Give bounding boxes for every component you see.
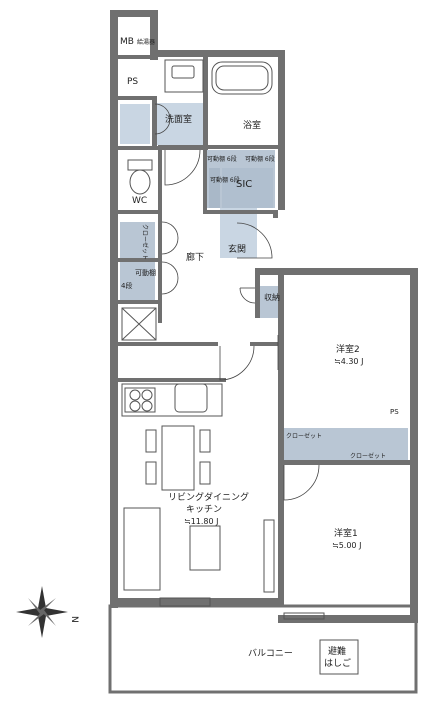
shelf-hall-count-label: 4段	[121, 281, 132, 290]
shelf-a-label: 可動棚 6段	[207, 155, 237, 163]
shelf-c-label: 可動棚 6段	[210, 176, 240, 184]
sic-label: SIC	[236, 179, 252, 190]
compass-icon: N	[16, 586, 79, 638]
ldk-size: ≒11.80 J	[184, 517, 219, 526]
mb-label: MB	[120, 37, 134, 47]
compass-north-label: N	[69, 616, 79, 623]
washroom-label: 洗面室	[165, 113, 192, 125]
tile-areas	[120, 103, 408, 460]
bath-label: 浴室	[243, 119, 261, 131]
wc-label: WC	[132, 196, 147, 206]
labels: MB 給湯器 PS 洗面室 浴室 可動棚 6段 可動棚 6段 可動棚 6段 SI…	[120, 37, 399, 669]
escape-label-1: 避難	[328, 645, 346, 657]
ps-right-label: PS	[390, 408, 399, 416]
ldk-label-2: キッチン	[186, 504, 222, 515]
bedroom1-label: 洋室1	[334, 527, 358, 539]
bedroom1-size: ≒5.00 J	[332, 541, 361, 550]
fixtures	[121, 59, 359, 675]
shelf-b-label: 可動棚 6段	[245, 155, 275, 163]
closet-b-label: クローゼット	[350, 452, 386, 460]
bedroom2-label: 洋室2	[336, 343, 360, 355]
ps-top-label: PS	[127, 77, 138, 87]
walls	[108, 10, 418, 694]
closet-hall-label: クローゼット	[141, 224, 149, 260]
entrance-label: 玄関	[228, 243, 246, 255]
escape-label-2: はしご	[324, 657, 351, 669]
closet-a-label: クローゼット	[286, 432, 322, 440]
balcony-label: バルコニー	[248, 648, 293, 659]
bedroom2-size: ≒4.30 J	[334, 357, 363, 366]
storage-label: 収納	[264, 292, 280, 302]
water-heater-label: 給湯器	[137, 38, 155, 46]
shelf-hall-label: 可動棚	[135, 268, 156, 277]
doors	[154, 103, 320, 501]
corridor-label: 廊下	[186, 251, 204, 263]
ldk-label: リビングダイニング	[168, 491, 249, 503]
